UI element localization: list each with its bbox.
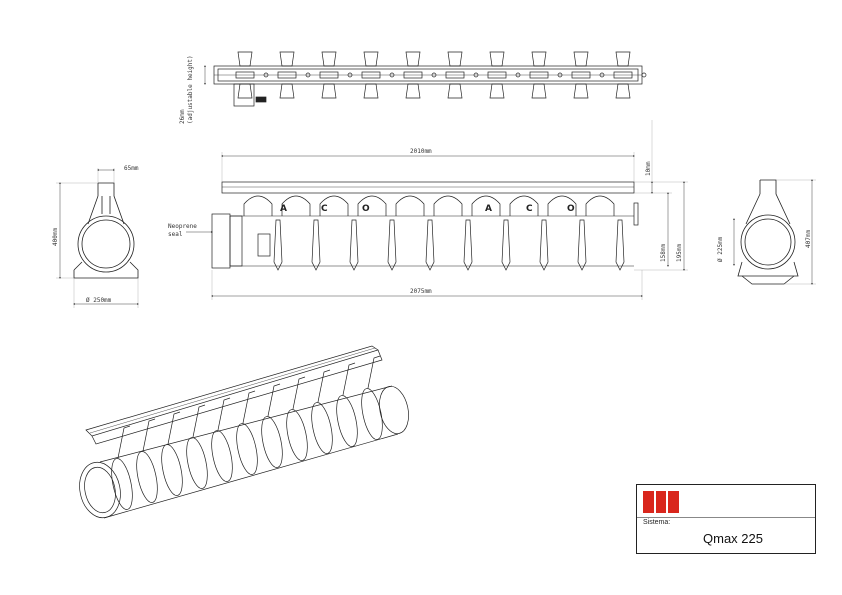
- top-view-height-dimension: 26mm (adjustable height): [179, 55, 206, 124]
- front-view-dimensions: 2010mm 2075mm 10mm 158mm 195mm Neoprene …: [168, 120, 688, 300]
- top-view-rib: [445, 51, 479, 99]
- front-right-total-dim-label: 195mm: [676, 244, 683, 262]
- isometric-ring: [336, 362, 358, 447]
- top-view-rib: [319, 51, 353, 99]
- front-view: [211, 181, 639, 271]
- logo-block-2: [655, 491, 667, 513]
- top-view-rib: [571, 51, 605, 99]
- seal-label-line1: Neoprene: [168, 223, 197, 230]
- front-view-arch: [395, 195, 435, 271]
- front-right-mid-dim-label: 158mm: [660, 244, 667, 262]
- right-section-dimensions: 407mm Ø 225mm: [717, 179, 816, 285]
- front-width-dim-label: 2010mm: [410, 148, 432, 155]
- top-view: [213, 51, 647, 107]
- isometric-ring: [111, 425, 133, 510]
- front-view-arch: [547, 195, 587, 271]
- front-total-dim-label: 2075mm: [410, 288, 432, 295]
- isometric-ring: [311, 369, 333, 454]
- isometric-ring: [261, 383, 283, 468]
- isometric-ring: [136, 418, 158, 503]
- left-top-dim-label: 65mm: [124, 165, 139, 172]
- logo-block-3: [668, 491, 680, 513]
- front-letter-c-2: C: [526, 204, 533, 214]
- top-view-rib: [361, 51, 395, 99]
- product-name: Qmax 225: [703, 531, 763, 546]
- top-view-rib: [613, 51, 647, 99]
- isometric-ring: [361, 355, 383, 440]
- isometric-ring: [236, 390, 258, 475]
- front-letter-a-1: A: [280, 204, 287, 214]
- left-width-dim-label: Ø 250mm: [86, 297, 112, 304]
- seal-label-line2: seal: [168, 231, 183, 238]
- isometric-view: [79, 345, 409, 519]
- front-letter-c-1: C: [321, 204, 328, 214]
- top-view-rib: [487, 51, 521, 99]
- isometric-ring: [186, 404, 208, 489]
- right-section-view: [737, 179, 799, 285]
- front-view-arch: [509, 195, 549, 271]
- isometric-ring: [211, 397, 233, 482]
- front-view-arch: [433, 195, 473, 271]
- left-height-dim-label: 400mm: [52, 228, 59, 246]
- top-dim-vertical-label: 26mm: [179, 109, 186, 124]
- top-view-rib: [403, 51, 437, 99]
- right-inner-dim-label: Ø 225mm: [717, 236, 724, 262]
- title-block: Sistema: Qmax 225: [636, 484, 816, 554]
- top-view-rib: [277, 51, 311, 99]
- company-logo: [643, 491, 680, 513]
- front-view-arch: [281, 195, 321, 271]
- left-section-view: [73, 182, 139, 279]
- front-right-small-dim-label: 10mm: [645, 161, 652, 176]
- right-height-dim-label: 407mm: [805, 230, 812, 248]
- left-section-dimensions: 65mm 400mm Ø 250mm: [52, 165, 139, 308]
- front-view-arch: [243, 195, 283, 271]
- front-view-letters: A C O A C O: [280, 204, 575, 214]
- front-view-arch: [319, 195, 359, 271]
- top-dim-vertical-note: (adjustable height): [187, 55, 194, 124]
- logo-block-1: [643, 491, 654, 513]
- front-view-arch: [357, 195, 397, 271]
- top-view-rib: [529, 51, 563, 99]
- front-view-arch: [471, 195, 511, 271]
- title-block-divider: [637, 517, 815, 518]
- front-letter-o-2: O: [567, 204, 575, 214]
- isometric-ring: [286, 376, 308, 461]
- system-label: Sistema:: [643, 519, 671, 526]
- front-letter-o-1: O: [362, 204, 370, 214]
- front-view-arch: [585, 195, 625, 271]
- front-letter-a-2: A: [485, 204, 492, 214]
